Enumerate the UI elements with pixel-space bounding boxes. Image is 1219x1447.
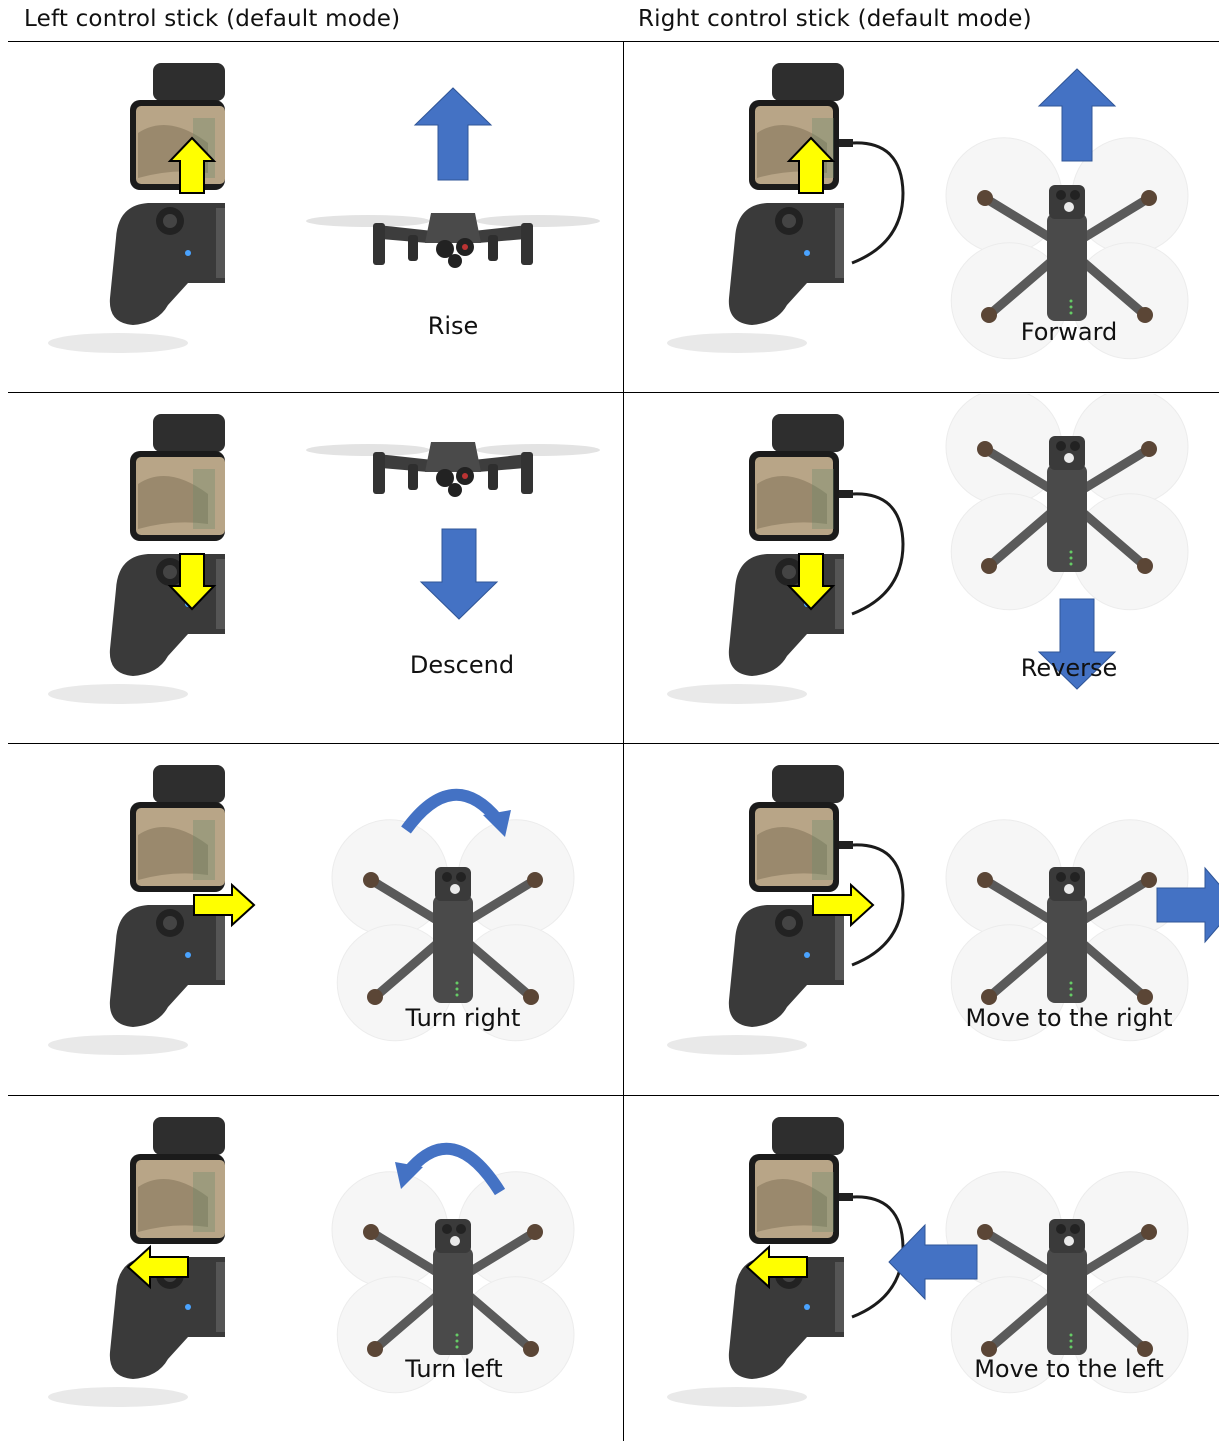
drone-front-icon <box>306 213 600 268</box>
usb-cable-icon <box>839 490 903 614</box>
control-illustration <box>625 394 1219 744</box>
smartphone-icon <box>749 451 839 541</box>
cell-caption: Move to the right <box>965 1004 1172 1032</box>
header-divider <box>8 41 1219 42</box>
control-cell: Reverse <box>625 394 1219 744</box>
direction-arrow-icon <box>415 88 491 180</box>
row-divider-3 <box>8 1095 1219 1096</box>
smartphone-icon <box>130 802 225 892</box>
control-cell: Descend <box>8 394 623 744</box>
remote-controller-icon <box>667 414 903 704</box>
usb-cable-icon <box>839 1193 903 1317</box>
column-divider <box>623 41 624 1441</box>
control-cell: Turn left <box>8 1097 623 1447</box>
direction-arrow-icon <box>421 529 497 619</box>
drone-front-icon <box>306 442 600 497</box>
control-cell: Move to the right <box>625 745 1219 1095</box>
smartphone-icon <box>130 451 225 541</box>
cell-caption: Rise <box>428 312 479 340</box>
smartphone-icon <box>130 100 225 190</box>
cell-caption: Forward <box>1021 318 1118 346</box>
control-cell: Move to the left <box>625 1097 1219 1447</box>
control-illustration <box>8 1097 623 1447</box>
smartphone-icon <box>749 1154 839 1244</box>
control-illustration <box>8 394 623 744</box>
control-illustration <box>625 1097 1219 1447</box>
control-cell: Turn right <box>8 745 623 1095</box>
control-illustration <box>625 745 1219 1095</box>
drone-top-icon <box>946 394 1188 610</box>
control-illustration <box>8 745 623 1095</box>
control-illustration <box>625 43 1219 393</box>
left-stick-header: Left control stick (default mode) <box>24 6 400 32</box>
cell-caption: Reverse <box>1021 654 1117 682</box>
control-illustration <box>8 43 623 393</box>
smartphone-icon <box>749 100 839 190</box>
cell-caption: Turn right <box>406 1004 521 1032</box>
remote-controller-icon <box>667 63 903 353</box>
usb-cable-icon <box>839 139 903 263</box>
remote-controller-icon <box>48 63 225 353</box>
control-cell: Rise <box>8 43 623 393</box>
cell-caption: Move to the left <box>974 1355 1164 1383</box>
smartphone-icon <box>130 1154 225 1244</box>
smartphone-icon <box>749 802 839 892</box>
cell-caption: Turn left <box>405 1355 502 1383</box>
control-cell: Forward <box>625 43 1219 393</box>
right-stick-header: Right control stick (default mode) <box>638 6 1032 32</box>
cell-caption: Descend <box>410 651 514 679</box>
